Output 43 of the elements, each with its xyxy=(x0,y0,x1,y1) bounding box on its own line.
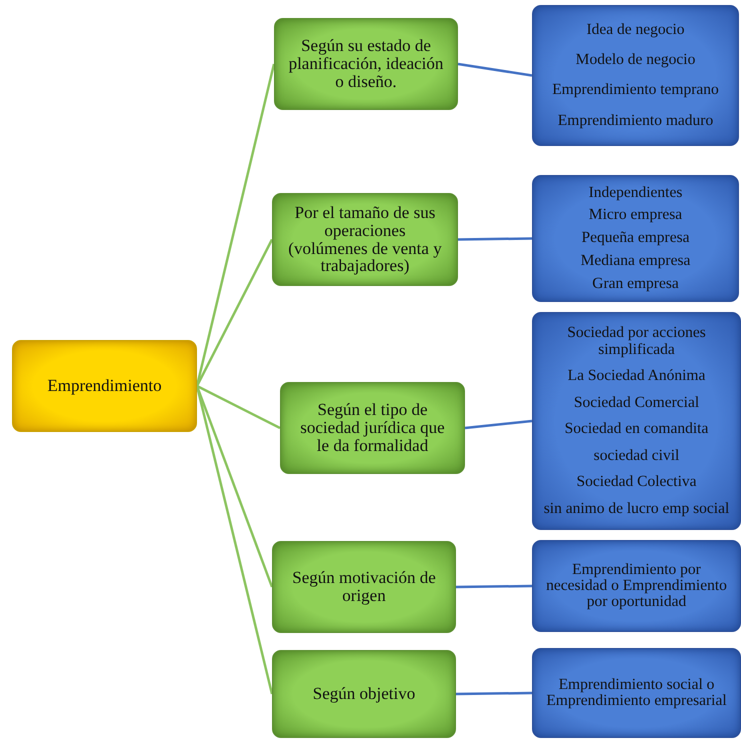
detail-box xyxy=(532,648,741,738)
connector-line xyxy=(196,386,274,588)
root-box xyxy=(12,340,197,432)
node-text: Emprendimiento maduro xyxy=(558,112,714,129)
node-text: Según el tipo de sociedad jurídica que le da formalidad xyxy=(299,401,446,455)
node-text: Por el tamaño de sus operaciones (volúmenes de venta y trabajadores) xyxy=(287,204,443,276)
node-text: Sociedad por acciones simplificada xyxy=(566,325,707,358)
node-text: Emprendimiento xyxy=(47,377,162,395)
detail-box xyxy=(532,175,739,302)
node-text: Micro empresa xyxy=(588,207,682,224)
node-text: sin animo de lucro emp social xyxy=(544,500,730,517)
node-text: Sociedad en comandita xyxy=(564,421,708,438)
node-text: Sociedad Colectiva xyxy=(576,474,697,490)
connector-line xyxy=(456,584,532,588)
node-text: Idea de negocio xyxy=(586,22,685,38)
connector-line xyxy=(464,420,532,430)
node-text: Emprendimiento por necesidad o Emprendimiento por oportunidad xyxy=(545,562,728,610)
node-text: La Sociedad Anónima xyxy=(568,368,706,384)
detail-box xyxy=(532,312,741,530)
connector-line xyxy=(458,62,532,77)
node-text: Según motivación de origen xyxy=(291,569,437,605)
node-text: Según su estado de planificación, ideación o diseño. xyxy=(288,37,444,91)
node-text: Emprendimiento temprano xyxy=(552,82,719,99)
node-text: Mediana empresa xyxy=(580,253,690,270)
node-text: Pequeña empresa xyxy=(581,230,690,247)
connector-line xyxy=(196,384,281,430)
category-box xyxy=(280,382,465,474)
node-text: Según objetivo xyxy=(312,685,416,703)
category-box xyxy=(272,650,456,738)
connector-line xyxy=(196,238,274,387)
node-text: Independientes xyxy=(588,184,682,201)
category-box xyxy=(272,541,456,633)
node-text: sociedad civil xyxy=(594,448,680,464)
category-box xyxy=(272,193,458,286)
detail-box xyxy=(532,5,739,146)
detail-box xyxy=(532,540,741,632)
node-text: Modelo de negocio xyxy=(576,52,696,68)
connector-line xyxy=(456,692,532,696)
category-box xyxy=(274,18,458,110)
connector-line xyxy=(458,237,532,241)
node-text: Sociedad Comercial xyxy=(574,394,700,411)
node-text: Gran empresa xyxy=(592,276,679,292)
node-text: Emprendimiento social o Emprendimiento empresarial xyxy=(545,676,728,710)
